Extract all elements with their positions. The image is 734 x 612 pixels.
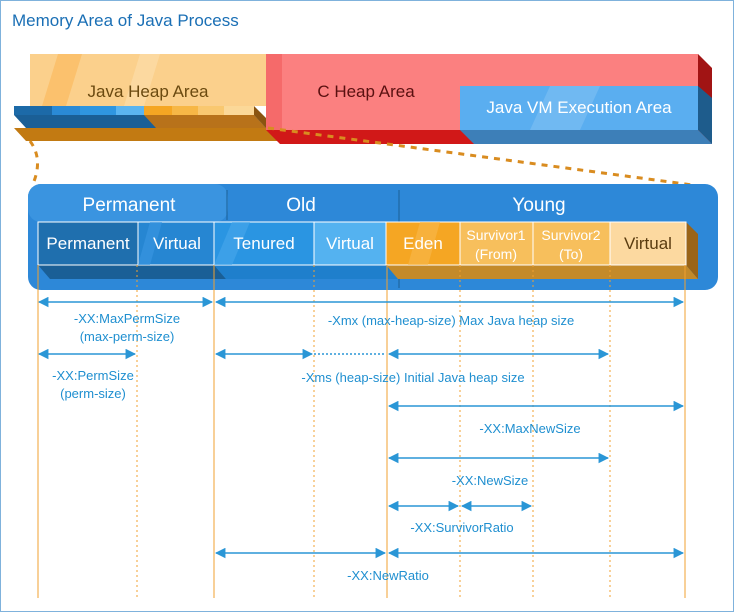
segment-survivor2-sub: (To) <box>559 246 583 262</box>
option-xmx: -Xmx (max-heap-size) Max Java heap size <box>328 313 574 328</box>
segment-survivor2: Survivor2 (To) <box>532 221 611 266</box>
segment-old-virtual-label: Virtual <box>326 234 374 253</box>
segment-perm-virtual-label: Virtual <box>153 234 201 253</box>
java-heap-area-label: Java Heap Area <box>88 82 210 101</box>
segment-survivor1-sub: (From) <box>475 246 517 262</box>
option-max-new-size: -XX:MaxNewSize <box>479 421 580 436</box>
heap-detail-panel: Permanent Old Young Permanent Virtual Te… <box>28 184 718 290</box>
zoom-connector-left <box>28 140 39 187</box>
option-labels: -XX:MaxPermSize (max-perm-size) -Xmx (ma… <box>52 311 580 583</box>
range-arrows <box>37 296 685 559</box>
process-memory-bar: Java Heap Area C Heap <box>14 54 712 144</box>
segment-tenured-label: Tenured <box>233 234 294 253</box>
segment-permanent-label: Permanent <box>46 234 129 253</box>
group-label-old: Old <box>286 195 316 216</box>
option-max-perm-size-desc: (max-perm-size) <box>80 329 175 344</box>
option-perm-size: -XX:PermSize <box>52 368 134 383</box>
zoom-connector-right <box>267 126 701 188</box>
group-label-permanent: Permanent <box>83 195 177 216</box>
option-max-perm-size: -XX:MaxPermSize <box>74 311 180 326</box>
segment-survivor1-label: Survivor1 <box>466 227 525 243</box>
option-perm-size-desc: (perm-size) <box>60 386 126 401</box>
segment-survivor1: Survivor1 (From) <box>459 221 534 266</box>
java-vm-execution-area-label: Java VM Execution Area <box>486 98 672 117</box>
segment-old-virtual: Virtual <box>313 221 387 266</box>
option-xms: -Xms (heap-size) Initial Java heap size <box>301 370 524 385</box>
java-heap-area: Java Heap Area <box>14 54 278 141</box>
segment-eden: Eden <box>385 221 461 266</box>
page-title: Memory Area of Java Process <box>12 11 239 30</box>
option-new-size: -XX:NewSize <box>452 473 529 488</box>
segment-tenured: Tenured <box>213 221 315 266</box>
java-heap-mini-segments <box>14 106 278 141</box>
segment-young-virtual: Virtual <box>609 221 687 266</box>
c-heap-area-label: C Heap Area <box>317 82 415 101</box>
option-new-ratio: -XX:NewRatio <box>347 568 429 583</box>
group-label-young: Young <box>512 195 565 216</box>
option-survivor-ratio: -XX:SurvivorRatio <box>410 520 513 535</box>
segment-eden-label: Eden <box>403 234 443 253</box>
segment-perm-virtual: Virtual <box>137 221 215 266</box>
guide-lines <box>37 265 686 598</box>
segment-survivor2-label: Survivor2 <box>541 227 600 243</box>
java-vm-execution-area: Java VM Execution Area <box>460 86 712 144</box>
segment-permanent: Permanent <box>37 221 139 266</box>
segment-young-virtual-label: Virtual <box>624 234 672 253</box>
